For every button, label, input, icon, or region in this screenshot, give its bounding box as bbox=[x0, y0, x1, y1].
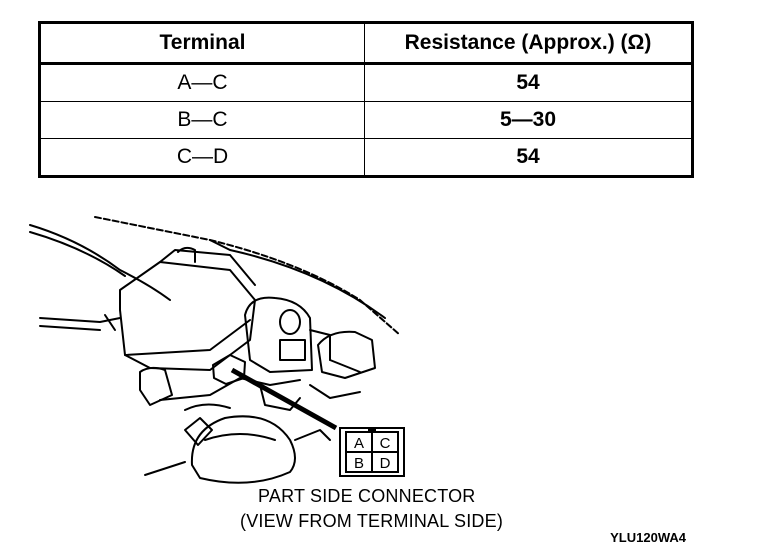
terminal-d-label: D bbox=[380, 455, 391, 472]
hood-outline bbox=[94, 216, 401, 336]
caption-part-side-connector: PART SIDE CONNECTOR bbox=[258, 486, 476, 506]
actuator-part bbox=[244, 296, 313, 373]
cell-resistance: 54 bbox=[364, 138, 693, 177]
component-housing bbox=[119, 261, 256, 371]
caption-view-from-terminal-side: (VIEW FROM TERMINAL SIDE) bbox=[240, 511, 504, 531]
leader-line bbox=[230, 367, 338, 431]
cell-terminal: B—C bbox=[39, 101, 365, 139]
header-resistance: Resistance (Approx.) (Ω) bbox=[364, 22, 693, 65]
cell-resistance: 54 bbox=[364, 63, 693, 102]
harness-connector bbox=[212, 354, 246, 385]
cell-terminal: A—C bbox=[39, 63, 365, 102]
cell-resistance: 5—30 bbox=[364, 101, 693, 139]
table-row: B—C 5—30 bbox=[39, 101, 693, 139]
table-row: C—D 54 bbox=[39, 138, 693, 177]
terminal-c-label: C bbox=[380, 435, 391, 452]
table-row: A—C 54 bbox=[39, 63, 693, 102]
reference-code: YLU120WA4 bbox=[610, 530, 686, 545]
resistance-spec-table: Terminal Resistance (Approx.) (Ω) A—C 54… bbox=[38, 21, 694, 178]
terminal-b-label: B bbox=[354, 455, 364, 472]
cell-terminal: C—D bbox=[39, 138, 365, 177]
terminal-a-label: A bbox=[354, 435, 364, 452]
header-terminal: Terminal bbox=[39, 22, 365, 65]
connector-terminal-view: A C B D bbox=[339, 427, 405, 477]
table-header-row: Terminal Resistance (Approx.) (Ω) bbox=[39, 22, 693, 65]
engine-bay-illustration: A C B D bbox=[29, 216, 405, 484]
